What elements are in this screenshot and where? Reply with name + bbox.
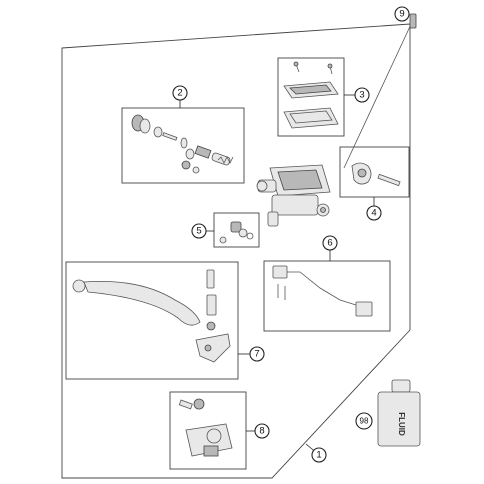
callout-8-label: 8 [259, 426, 264, 437]
callout-7-label: 7 [254, 349, 259, 360]
callout-3: 3 [354, 87, 370, 103]
callout-2: 2 [172, 85, 188, 101]
group-7-box [65, 261, 239, 380]
callout-5: 5 [191, 223, 207, 239]
brake-light-switch-parts [272, 265, 373, 317]
callout-6-label: 6 [327, 238, 332, 249]
leader-lines [179, 94, 375, 455]
assembly-outline [61, 23, 411, 479]
callout-8: 8 [254, 423, 270, 439]
group-3-box [277, 57, 345, 137]
brake-lever-parts [72, 269, 231, 363]
callout-3-label: 3 [359, 90, 364, 101]
adjuster-parts [178, 398, 233, 457]
brake-fluid-bottle: FLUID [377, 379, 421, 447]
clamp-parts [351, 162, 401, 187]
callout-9: 9 [394, 6, 410, 22]
bottle-label: FLUID [397, 412, 406, 436]
callout-1: 1 [311, 447, 327, 463]
callout-1-label: 1 [316, 450, 321, 461]
bleeder-rod [343, 13, 417, 169]
group-5-box [213, 212, 260, 248]
group-2-box [121, 107, 245, 184]
callout-6: 6 [322, 235, 338, 251]
master-cylinder-body [256, 164, 331, 227]
callout-98: 98 [355, 412, 373, 430]
callout-98-label: 98 [360, 417, 369, 426]
group-4-box [339, 146, 410, 198]
callout-9-label: 9 [399, 9, 404, 20]
reservoir-cover-parts [283, 61, 339, 129]
group-8-box [169, 391, 247, 470]
callout-4-label: 4 [371, 208, 376, 219]
callout-4: 4 [366, 205, 382, 221]
callout-7: 7 [249, 346, 265, 362]
callout-2-label: 2 [177, 88, 182, 99]
fastener-parts [219, 221, 254, 244]
piston-kit-parts [131, 114, 234, 174]
callout-5-label: 5 [196, 226, 201, 237]
group-6-box [263, 260, 391, 332]
